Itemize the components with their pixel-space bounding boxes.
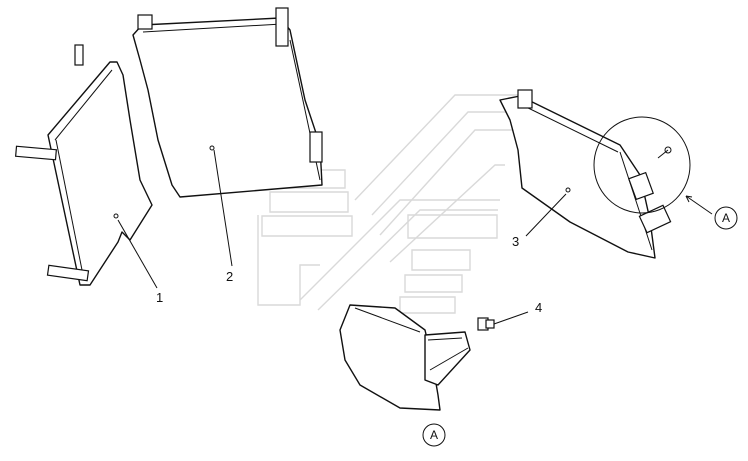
detail-ref-bottom: A: [422, 423, 446, 447]
panel-1-bracket-top: [74, 44, 84, 66]
leader-lines: [117, 149, 567, 289]
panel-2-bracket-right: [309, 131, 323, 163]
fastener-part-4: [477, 311, 529, 331]
panel-4-mount-bracket: [424, 331, 471, 386]
detail-ref-bottom-label: A: [430, 428, 438, 442]
panel-1-bracket-bottom: [46, 264, 90, 282]
panel-3-bracket-top: [517, 89, 533, 109]
callout-part-2: 2: [226, 269, 233, 284]
panel-3-center-mark: [565, 187, 571, 193]
panel-2-bracket-top-right: [275, 7, 289, 47]
panel-part-2: [132, 7, 323, 198]
panel-2-bracket-top-left: [137, 14, 153, 30]
panel-part-3: [499, 89, 672, 259]
leader-part-3: [525, 193, 567, 237]
panel-1-bracket-left: [14, 145, 58, 161]
panel-3-bracket-right-upper: [628, 171, 654, 201]
leader-part-1: [117, 219, 158, 289]
callout-part-1: 1: [156, 290, 163, 305]
callout-part-4: 4: [535, 300, 542, 315]
detail-ref-right: A: [714, 206, 738, 230]
panel-part-1: [14, 44, 153, 286]
panel-2-center-mark: [209, 145, 215, 151]
callout-part-3: 3: [512, 234, 519, 249]
detail-ref-right-label: A: [722, 211, 730, 225]
watermark-logo: [257, 94, 530, 314]
leader-part-2: [213, 149, 233, 267]
panel-1-center-mark: [113, 213, 119, 219]
panel-part-4: [339, 304, 471, 411]
detail-circle: [593, 116, 713, 215]
panel-3-bracket-right-lower: [638, 204, 672, 234]
